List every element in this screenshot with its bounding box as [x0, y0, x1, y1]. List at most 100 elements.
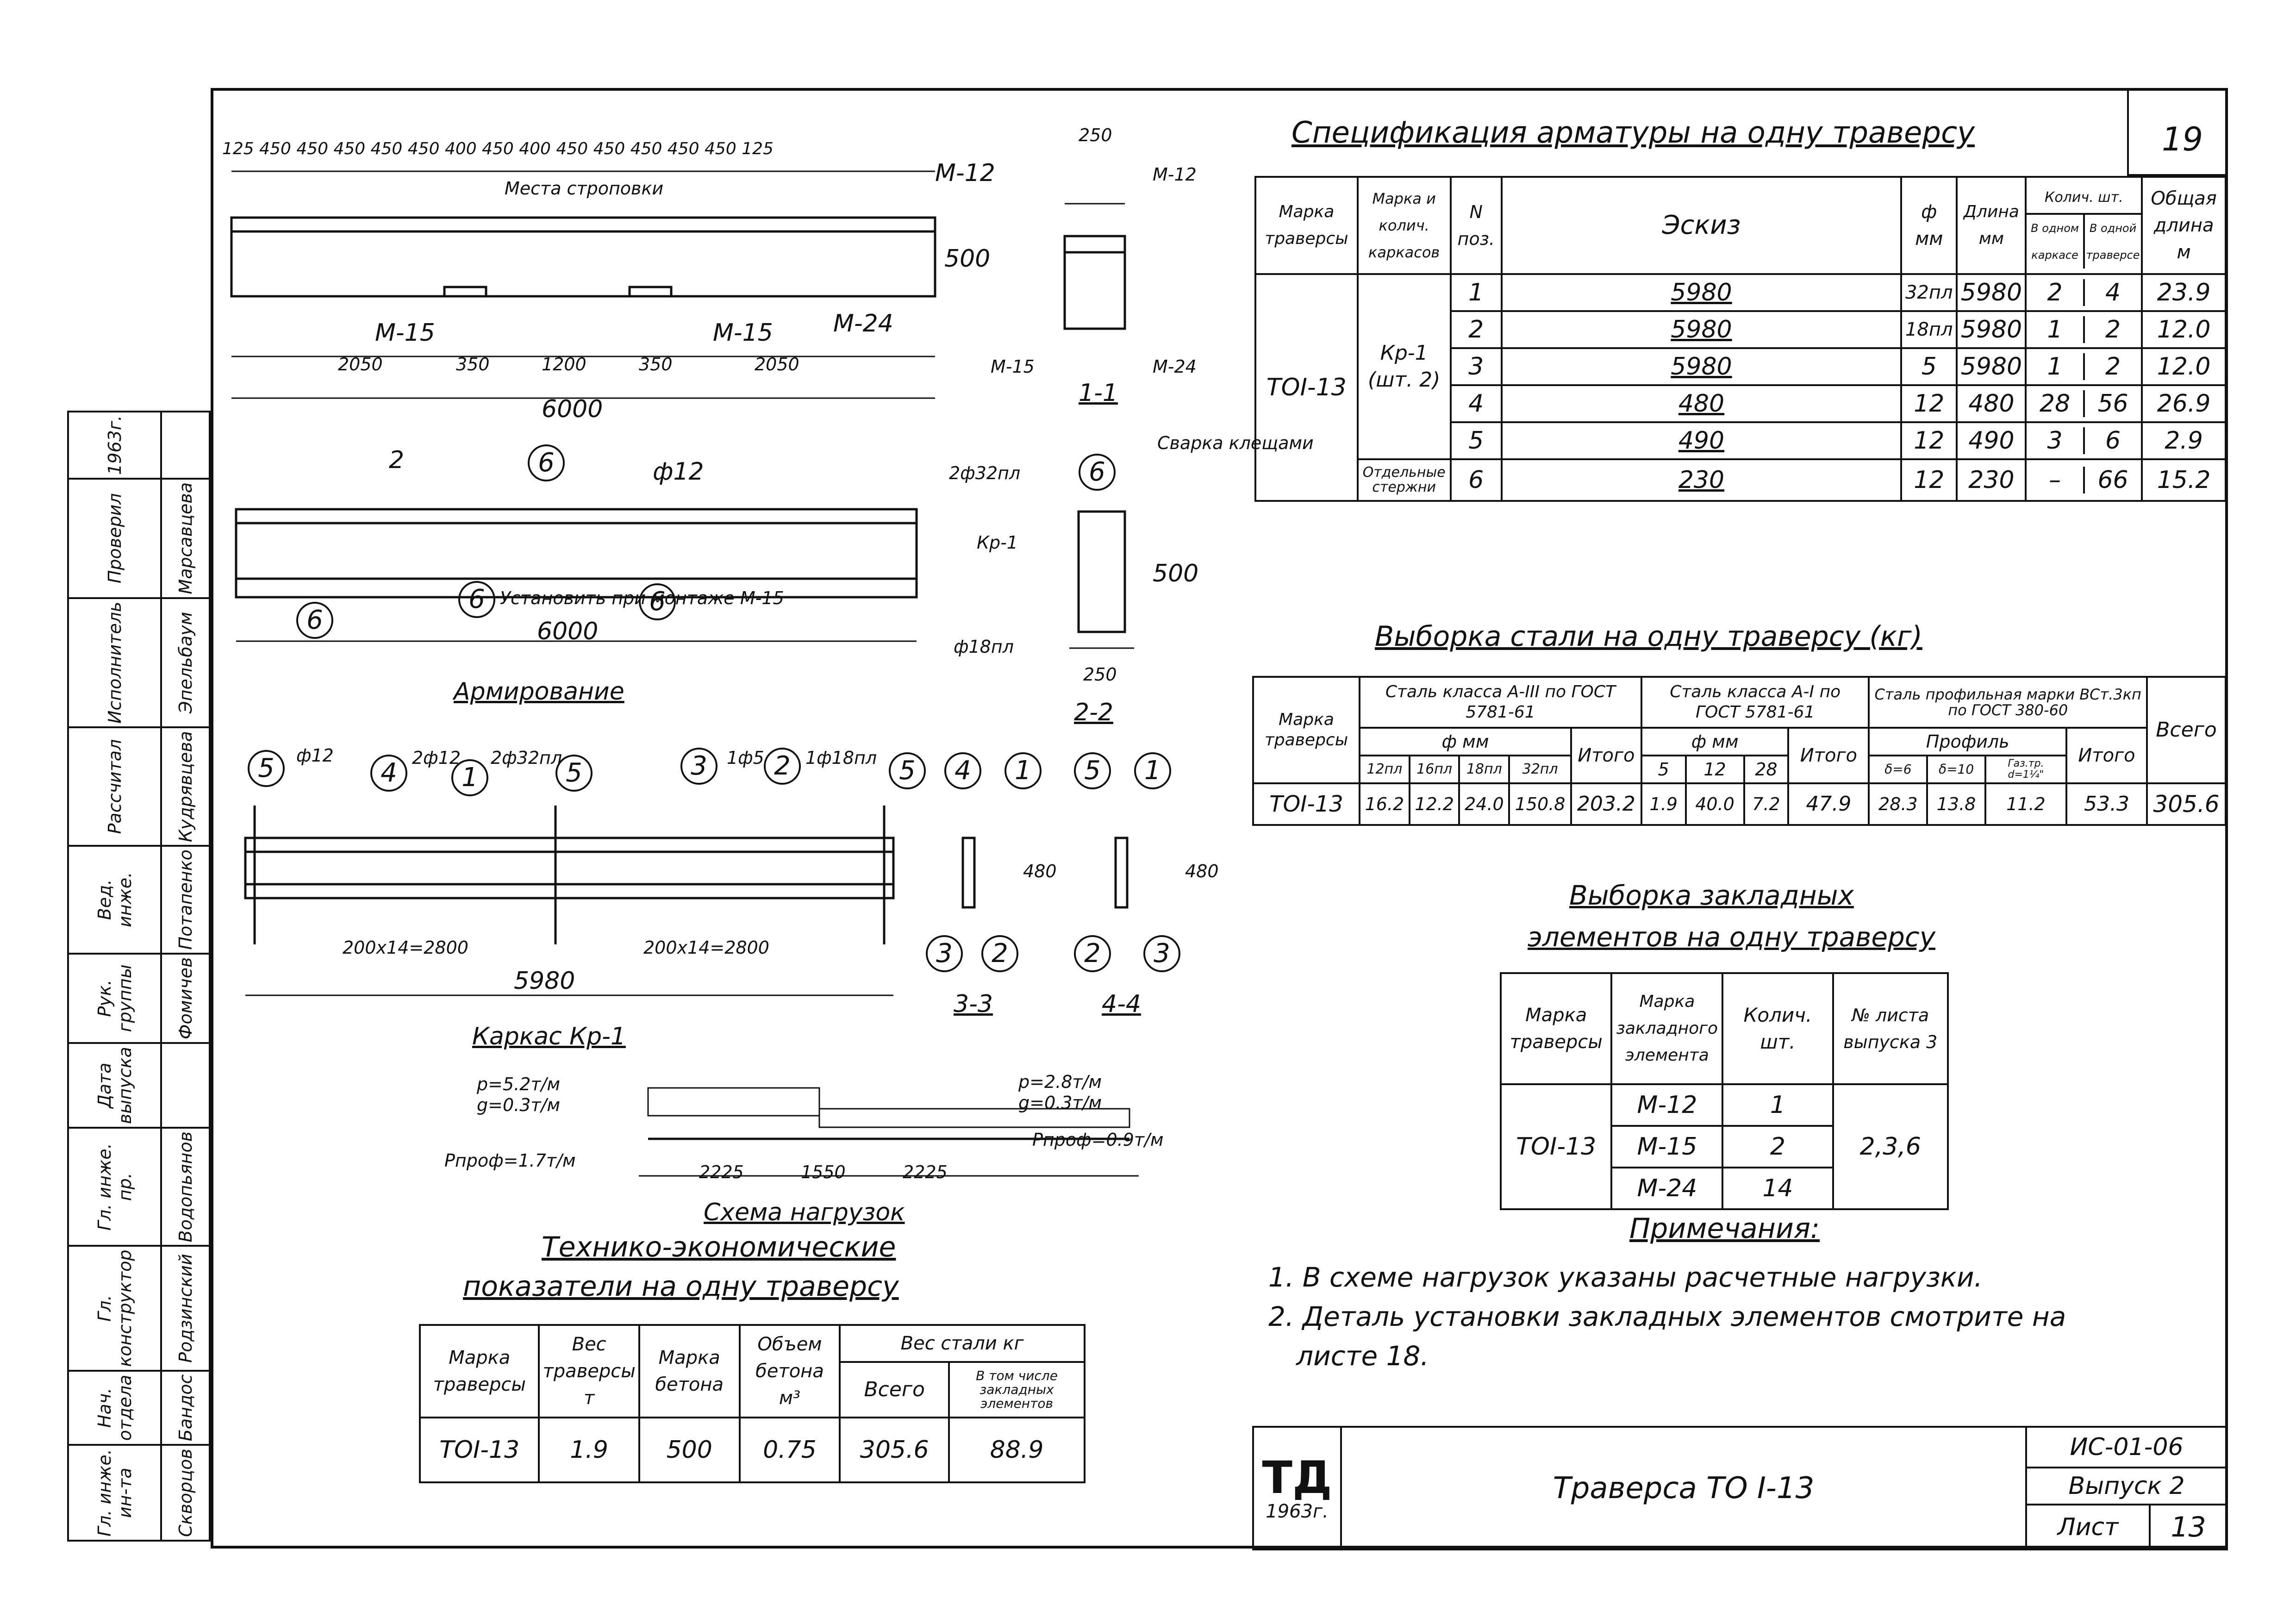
- steel-sub-prof-1: δ=6: [1868, 755, 1928, 784]
- spec-pos-1: 1: [1449, 273, 1503, 312]
- stamp-name-11: [161, 412, 210, 479]
- spec-total-6: 15.2: [2141, 458, 2227, 502]
- steel-prof-1: 28.3: [1868, 782, 1928, 826]
- spec-h-karkas: Марка и колич. каркасов: [1356, 176, 1452, 275]
- tech-concrete: 500: [638, 1417, 741, 1483]
- spec-qty2-5: 6: [2105, 427, 2121, 455]
- approval-stamp: Гл. инже. ин-та Нач. отдела Гл. конструк…: [67, 412, 211, 1542]
- title-sheet-label: Лист: [2025, 1504, 2151, 1550]
- reinf-phi12: ф12: [296, 745, 334, 766]
- steel-h-a1: Сталь класса А-I по ГОСТ 5781-61: [1640, 676, 1870, 729]
- spec-length-6: 230: [1956, 458, 2027, 502]
- sheet-number: 19: [2162, 120, 2203, 158]
- stamp-name-8: Кудрявцева: [161, 727, 210, 846]
- spec-qty1-1: 2: [2027, 279, 2085, 306]
- stamp-role-7: Вед. инже.: [68, 846, 162, 954]
- spec-h-qty-one: В одном каркасе: [2027, 215, 2085, 269]
- section-3-3: [961, 837, 976, 909]
- tech-h-marka: Марка траверсы: [418, 1324, 540, 1418]
- steel-prof-3: 11.2: [1984, 782, 2067, 826]
- spec-h-qty-trav: В одной траверсе: [2086, 222, 2140, 262]
- m24-label: М-24: [833, 310, 893, 337]
- callout-1-b: 1: [1004, 752, 1042, 789]
- spec-qty-6: –66: [2025, 458, 2143, 502]
- stamp-role-4: Гл. инже. пр.: [68, 1128, 162, 1246]
- sec1-m12: М-12: [1153, 164, 1197, 185]
- steel-h-itogo-a3: Итого: [1570, 727, 1642, 784]
- span-1200: 1200: [542, 354, 586, 375]
- reinf-2ph12: 2ф12: [412, 748, 461, 768]
- kr1-label: Кр-1: [977, 532, 1018, 553]
- spec-qty1-4: 28: [2027, 390, 2085, 417]
- steel-h-itogo-prof: Итого: [2065, 727, 2148, 784]
- stamp-role-9: Исполнитель: [68, 598, 162, 728]
- height-500-label: 500: [944, 245, 991, 273]
- title-year: 1963г.: [1266, 1500, 1329, 1522]
- section-2-2: [1077, 510, 1126, 633]
- callout-2-b: 2: [981, 935, 1018, 972]
- tech-h-concrete: Марка бетона: [638, 1324, 741, 1418]
- span-2050-left: 2050: [338, 354, 383, 375]
- load-prof-right: Рпроф=0.9т/м: [1032, 1130, 1164, 1150]
- bar-2ph32-label: 2ф32пл: [949, 463, 1021, 483]
- callout-6-c: 6: [458, 581, 495, 618]
- stamp-name-6: Фомичев: [161, 953, 210, 1043]
- steel-a3-2: 12.2: [1408, 782, 1460, 826]
- spec-qty2-6: 66: [2097, 466, 2128, 494]
- spec-h-qty-title: Колич. шт.: [2027, 182, 2141, 215]
- steel-a1-2: 40.0: [1685, 782, 1745, 826]
- note-2: 2. Деталь установки закладных элементов …: [1268, 1301, 2066, 1332]
- steel-sub-a3-3: 18пл: [1458, 755, 1510, 784]
- stamp-name-2: Бандос: [161, 1370, 210, 1445]
- section-4-4-title: 4-4: [1102, 990, 1141, 1018]
- steel-prof-2: 13.8: [1926, 782, 1986, 826]
- section-3-3-title: 3-3: [954, 990, 993, 1018]
- spec-qty1-6: –: [2027, 467, 2085, 493]
- reinforcement-elevation: [244, 837, 895, 899]
- load-span-3: 2225: [903, 1162, 948, 1182]
- tech-table: Марка траверсы Вес траверсы т Марка бето…: [418, 1324, 1086, 1483]
- spec-h-qty: Колич. шт. В одном каркасе В одной траве…: [2025, 176, 2143, 275]
- note-3: листе 18.: [1296, 1340, 1429, 1372]
- stamp-name-9: Эпельбаум: [161, 598, 210, 728]
- emb-qty-3: 14: [1722, 1167, 1834, 1210]
- spec-qty2-3: 2: [2105, 353, 2121, 381]
- steel-sub-a3-1: 12пл: [1359, 755, 1410, 784]
- steel-h-fmm-a1: ф мм: [1640, 727, 1790, 756]
- callout-3-c: 3: [1143, 935, 1180, 972]
- note-1: 1. В схеме нагрузок указаны расчетные на…: [1268, 1262, 1983, 1293]
- callout-6-d: 6: [639, 583, 676, 620]
- karkas-title: Каркас Кр-1: [472, 1023, 626, 1050]
- top-dimensions: 125 450 450 450 450 450 400 450 400 450 …: [222, 139, 774, 158]
- load-g-right: g=0.3т/м: [1018, 1093, 1102, 1113]
- callout-4-a: 4: [370, 755, 407, 792]
- lifting-points-label: Места строповки: [505, 178, 664, 199]
- spec-karkas: Кр-1 (шт. 2): [1356, 273, 1452, 460]
- spec-diam-5: 12: [1900, 421, 1958, 460]
- spec-pos-6: 6: [1449, 458, 1503, 502]
- steel-a3-3: 24.0: [1458, 782, 1510, 826]
- title-logo: ТД: [1262, 1451, 1332, 1504]
- reinf-length-5980: 5980: [514, 967, 575, 995]
- sec3-height-480: 480: [1023, 861, 1057, 881]
- title-sheet-number: 13: [2149, 1504, 2228, 1550]
- callout-2-c: 2: [1074, 935, 1111, 972]
- spec-sketch-6: 230: [1500, 458, 1903, 502]
- emb-qty-2: 2: [1722, 1125, 1834, 1168]
- stamp-name-4: Водопьянов: [161, 1128, 210, 1246]
- emb-element-2: М-15: [1610, 1125, 1724, 1168]
- steel-h-a3: Сталь класса А-III по ГОСТ 5781-61: [1359, 676, 1642, 729]
- tech-weight: 1.9: [538, 1417, 640, 1483]
- callout-6-e: 6: [1079, 454, 1116, 491]
- spec-total-3: 12.0: [2141, 347, 2227, 386]
- spec-h-diam: ф мм: [1900, 176, 1958, 275]
- callout-1-c: 1: [1134, 752, 1171, 789]
- m15-label-right: М-15: [713, 319, 773, 347]
- spec-sketch-5: 490: [1500, 421, 1903, 460]
- stamp-role-11: 1963г.: [68, 412, 162, 479]
- steel-sub-a1-3: 28: [1743, 755, 1790, 784]
- spec-diam-2: 18пл: [1900, 310, 1958, 349]
- spec-diam-1: 32пл: [1900, 273, 1958, 312]
- spec-length-4: 480: [1956, 384, 2027, 423]
